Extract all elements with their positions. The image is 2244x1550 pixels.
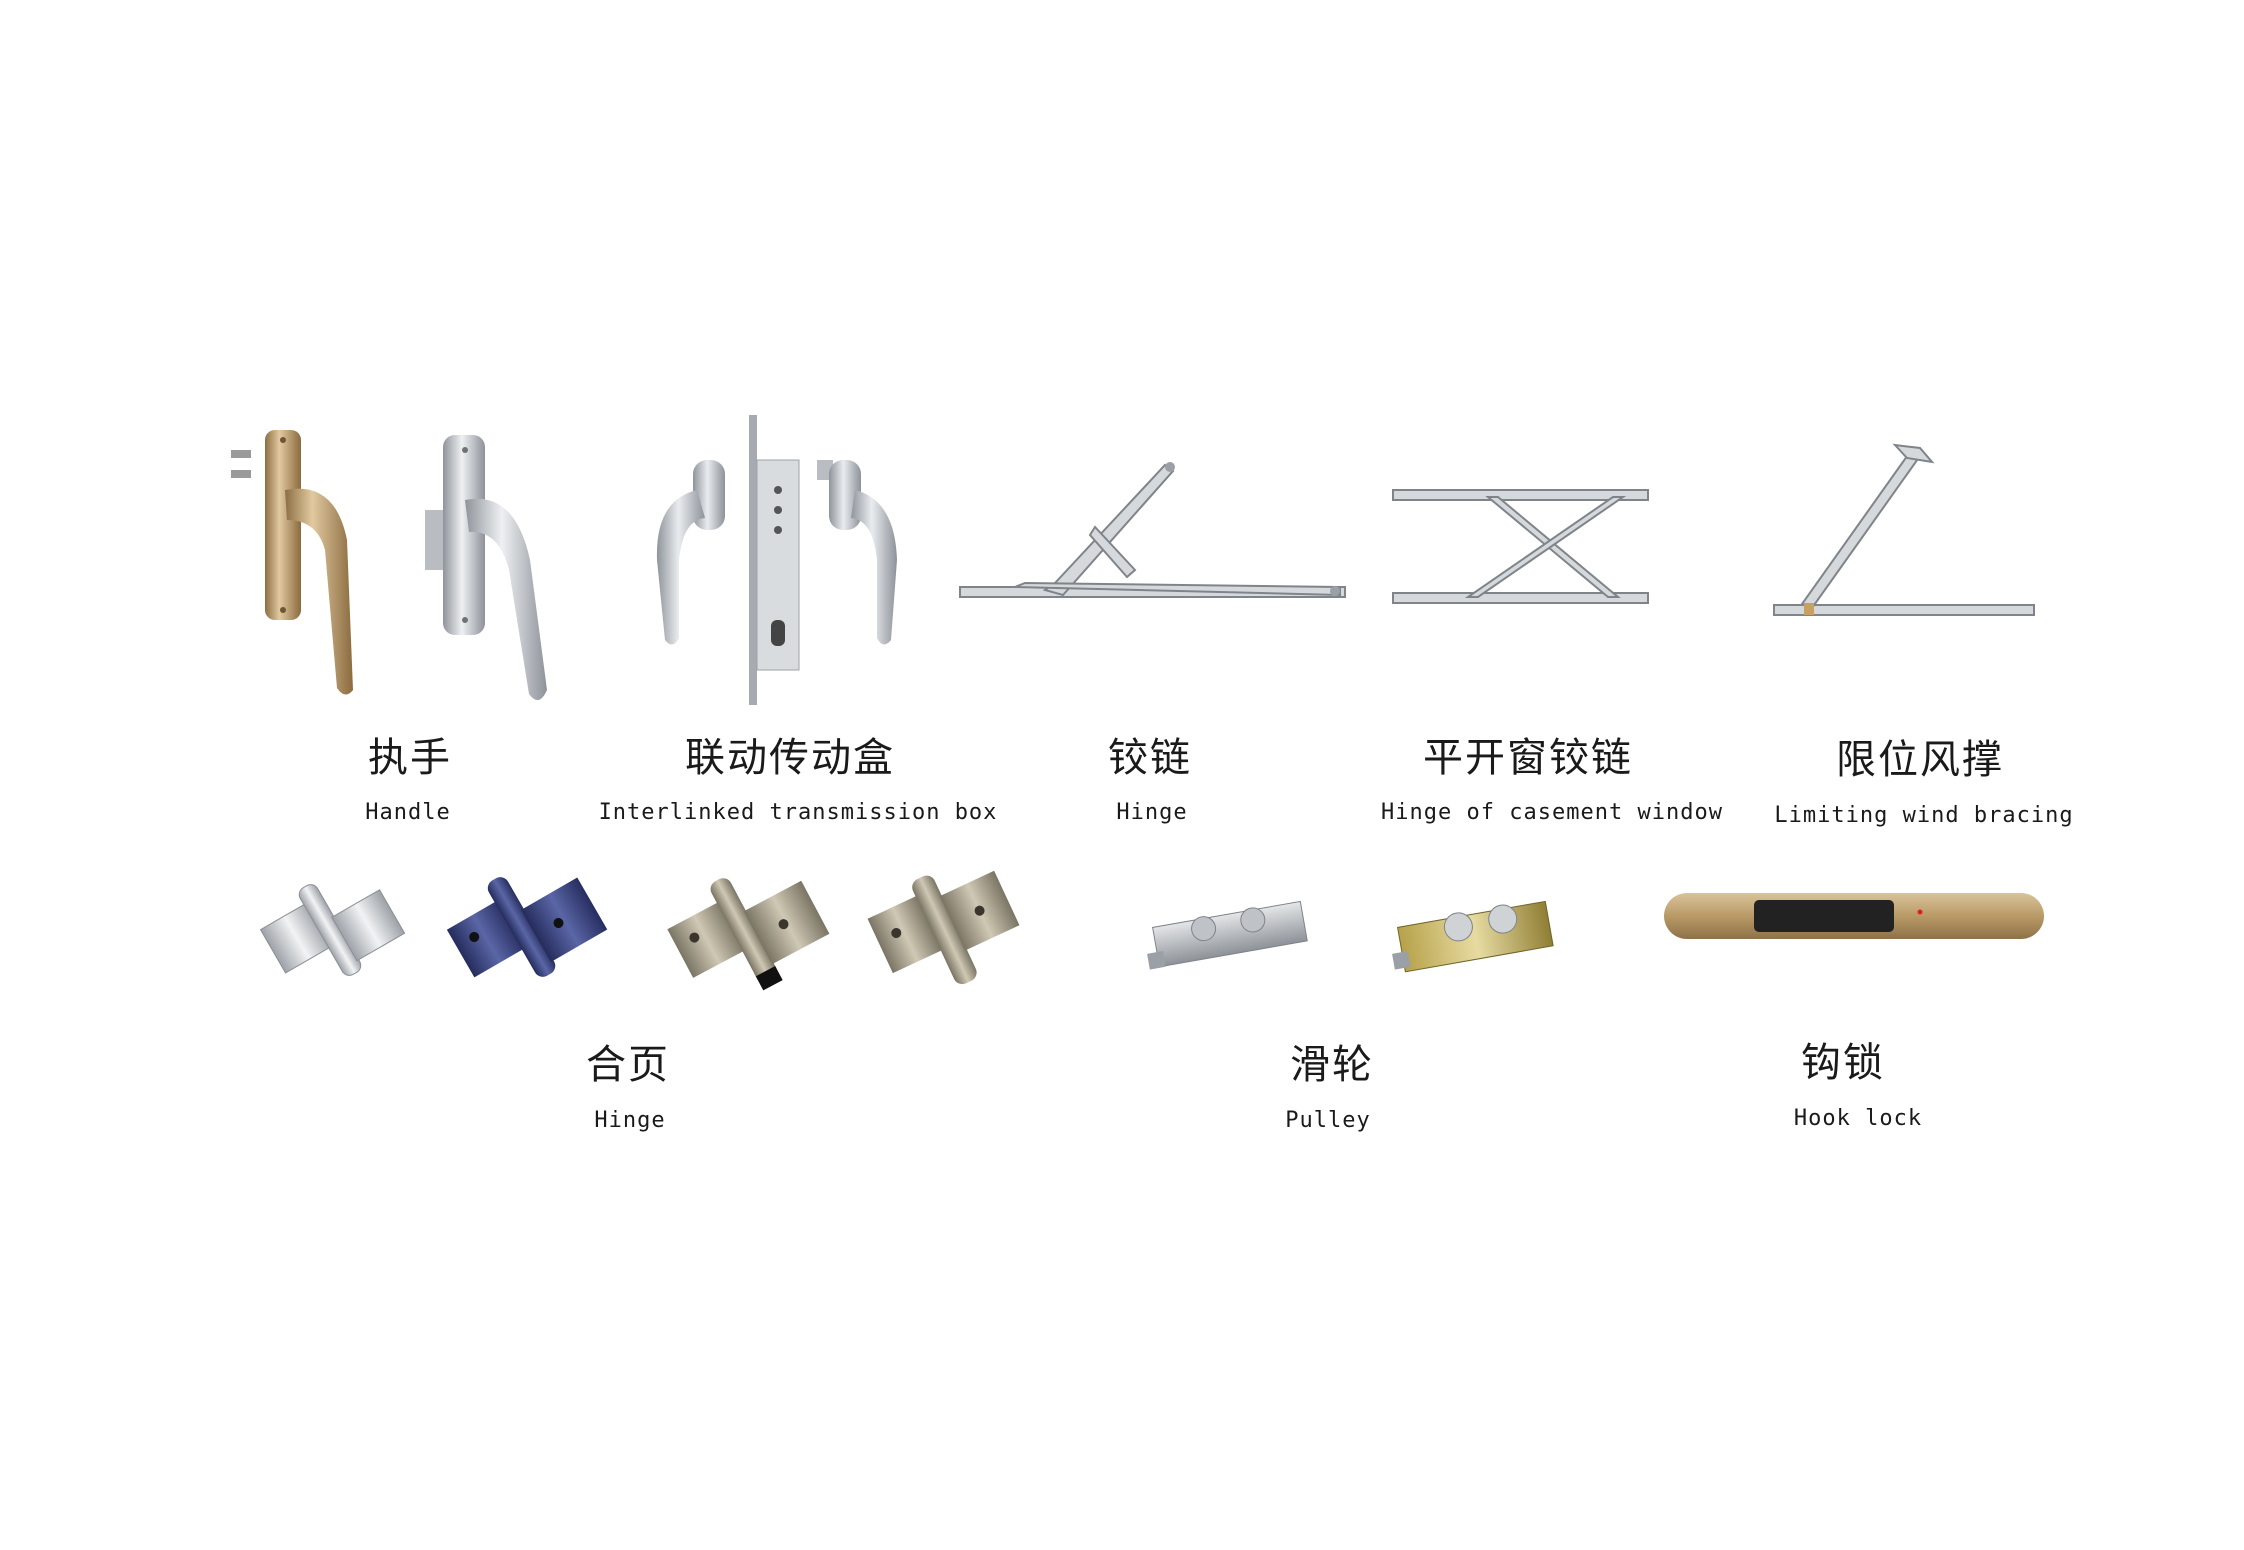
wind-brace-image xyxy=(1773,443,2035,616)
door-hinge-title: 合页 xyxy=(586,1042,670,1088)
hinge-arm-title: 铰链 xyxy=(1108,735,1192,781)
handle-subtitle: Handle xyxy=(365,800,451,825)
transmission-box-image xyxy=(656,415,897,705)
casement-hinge-image xyxy=(1392,489,1649,604)
hook-lock-image xyxy=(1664,893,2044,939)
wind-brace-subtitle: Limiting wind bracing xyxy=(1774,803,2074,828)
pulley-pair-image xyxy=(1147,900,1554,973)
handle-pair-image xyxy=(231,430,547,701)
pulley-title: 滑轮 xyxy=(1290,1042,1374,1088)
casement-hinge-title: 平开窗铰链 xyxy=(1423,735,1633,781)
pulley-subtitle: Pulley xyxy=(1285,1108,1371,1133)
wind-brace-title: 限位风撑 xyxy=(1836,737,2004,783)
hook-lock-title: 钩锁 xyxy=(1801,1040,1885,1086)
handle-title: 执手 xyxy=(368,735,452,781)
door-hinge-subtitle: Hinge xyxy=(594,1108,666,1133)
casement-hinge-subtitle: Hinge of casement window xyxy=(1381,800,1723,825)
transmission-box-subtitle: Interlinked transmission box xyxy=(598,800,998,825)
hinge-arm-image xyxy=(959,462,1346,598)
transmission-box-title: 联动传动盒 xyxy=(685,735,895,781)
hook-lock-subtitle: Hook lock xyxy=(1793,1106,1923,1131)
door-hinge-set-image xyxy=(259,870,1020,991)
hinge-arm-subtitle: Hinge xyxy=(1116,800,1188,825)
